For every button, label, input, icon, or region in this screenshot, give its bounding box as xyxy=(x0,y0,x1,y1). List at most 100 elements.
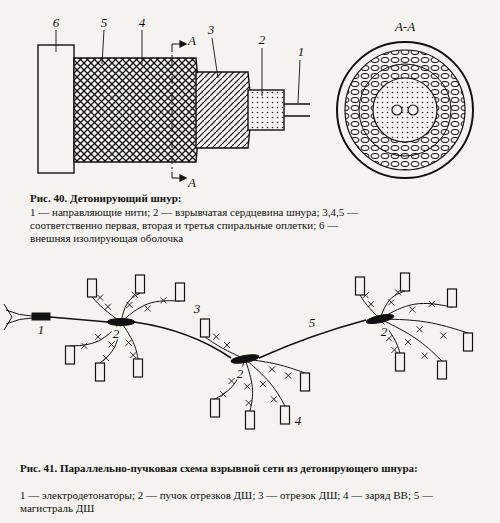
cord-segment xyxy=(380,303,452,319)
knot-mark xyxy=(417,326,423,332)
figure-caption: 1 — направляющие нити; 2 — взрывчатая се… xyxy=(30,206,360,246)
knot-mark xyxy=(130,352,136,358)
knot-mark xyxy=(405,339,411,345)
knot-mark xyxy=(391,347,397,353)
knot-mark xyxy=(409,307,415,313)
knot-mark xyxy=(429,301,435,307)
knot-mark xyxy=(220,391,226,397)
callout-number: 3 xyxy=(193,302,202,315)
knot-mark xyxy=(224,342,230,348)
knot-mark xyxy=(127,302,133,308)
knot-mark xyxy=(271,396,277,402)
callout-number: 5 xyxy=(308,316,317,329)
cord-segment xyxy=(121,322,138,359)
explosive-charge xyxy=(301,373,310,391)
callout-number: А xyxy=(187,176,197,189)
knot-mark xyxy=(109,342,115,348)
figure-caption: Рис. 41. Параллельно-пучковая схема взры… xyxy=(20,462,480,475)
knot-mark xyxy=(269,366,275,372)
explosive-charge xyxy=(396,353,405,371)
callout-number: А xyxy=(187,34,197,47)
knot-mark xyxy=(160,297,166,303)
cord-segment xyxy=(121,301,180,322)
knot-mark xyxy=(105,304,111,310)
explosive-charge xyxy=(281,406,290,424)
callout-number: 6 xyxy=(52,16,61,29)
section-arrows xyxy=(172,41,186,181)
knot-mark xyxy=(246,400,252,406)
knot-mark xyxy=(285,373,291,379)
explosive-charge xyxy=(136,275,145,293)
knot-mark xyxy=(368,301,374,307)
cord-cross-section xyxy=(337,42,473,178)
explosive-core xyxy=(248,90,284,130)
cord-segment xyxy=(245,359,285,406)
knot-mark xyxy=(213,334,219,340)
callout-number: 1 xyxy=(37,323,46,336)
knot-mark xyxy=(229,378,235,384)
cord-segment xyxy=(380,319,442,361)
callout-number: 5 xyxy=(100,16,109,29)
outer-sheath xyxy=(38,45,74,173)
guide-threads xyxy=(284,104,310,116)
callout-number: 3 xyxy=(207,23,216,36)
cord-segment xyxy=(245,359,253,411)
explosive-charge xyxy=(176,283,185,301)
cord-segment xyxy=(205,337,245,359)
cord-segment xyxy=(100,322,121,363)
knot-mark xyxy=(103,355,109,361)
explosive-charge xyxy=(66,346,75,364)
cord-segment xyxy=(92,297,121,322)
knot-mark xyxy=(244,383,250,389)
knot-mark xyxy=(388,299,394,305)
explosive-charge xyxy=(134,359,143,377)
cord-segment xyxy=(380,319,400,353)
cord-segment xyxy=(245,359,305,373)
callout-number: 2 xyxy=(112,327,121,340)
callout-number: 4 xyxy=(294,414,303,427)
callout-number: А-А xyxy=(394,20,416,33)
explosive-charge xyxy=(464,333,473,351)
explosive-charge xyxy=(88,279,97,297)
callout-number: 4 xyxy=(138,16,147,29)
wire-ends xyxy=(4,304,12,330)
detonator-line xyxy=(50,317,108,322)
cord-segment xyxy=(380,291,405,319)
knot-mark xyxy=(422,353,428,359)
blasting-network xyxy=(4,273,473,429)
explosive-charge xyxy=(211,399,220,417)
callout-number: 2 xyxy=(236,367,245,380)
braid-outer xyxy=(74,58,199,162)
callout-number: 1 xyxy=(297,45,306,58)
knot-mark xyxy=(440,333,446,339)
section-line xyxy=(172,44,173,178)
explosive-charge xyxy=(438,361,447,379)
explosive-charge xyxy=(401,273,410,291)
explosive-charge xyxy=(356,277,365,295)
knot-mark xyxy=(145,306,151,312)
knot-mark xyxy=(81,343,87,349)
main-line xyxy=(134,320,366,358)
knot-mark xyxy=(126,340,132,346)
detonator-wires xyxy=(6,310,32,324)
knot-mark xyxy=(260,381,266,387)
figure-caption: Рис. 40. Детонирующий шнур: xyxy=(30,192,360,205)
braid-first xyxy=(196,72,251,148)
figure-caption: 1 — электродетонаторы; 2 — пучок отрезко… xyxy=(20,489,480,515)
knot-mark xyxy=(97,295,103,301)
explosive-charge xyxy=(201,319,210,337)
cord-segment xyxy=(360,295,380,319)
cord-segment xyxy=(215,359,245,399)
cord-side-view xyxy=(38,30,310,181)
leader-lines xyxy=(56,30,300,103)
callout-number: 2 xyxy=(380,325,389,338)
callout-number: 2 xyxy=(258,33,267,46)
explosive-charge xyxy=(246,411,255,429)
electric-detonator xyxy=(32,313,50,320)
knot-mark xyxy=(95,334,101,340)
cord-branches xyxy=(66,273,473,429)
explosive-charge xyxy=(448,289,457,307)
explosive-charge xyxy=(96,363,105,381)
